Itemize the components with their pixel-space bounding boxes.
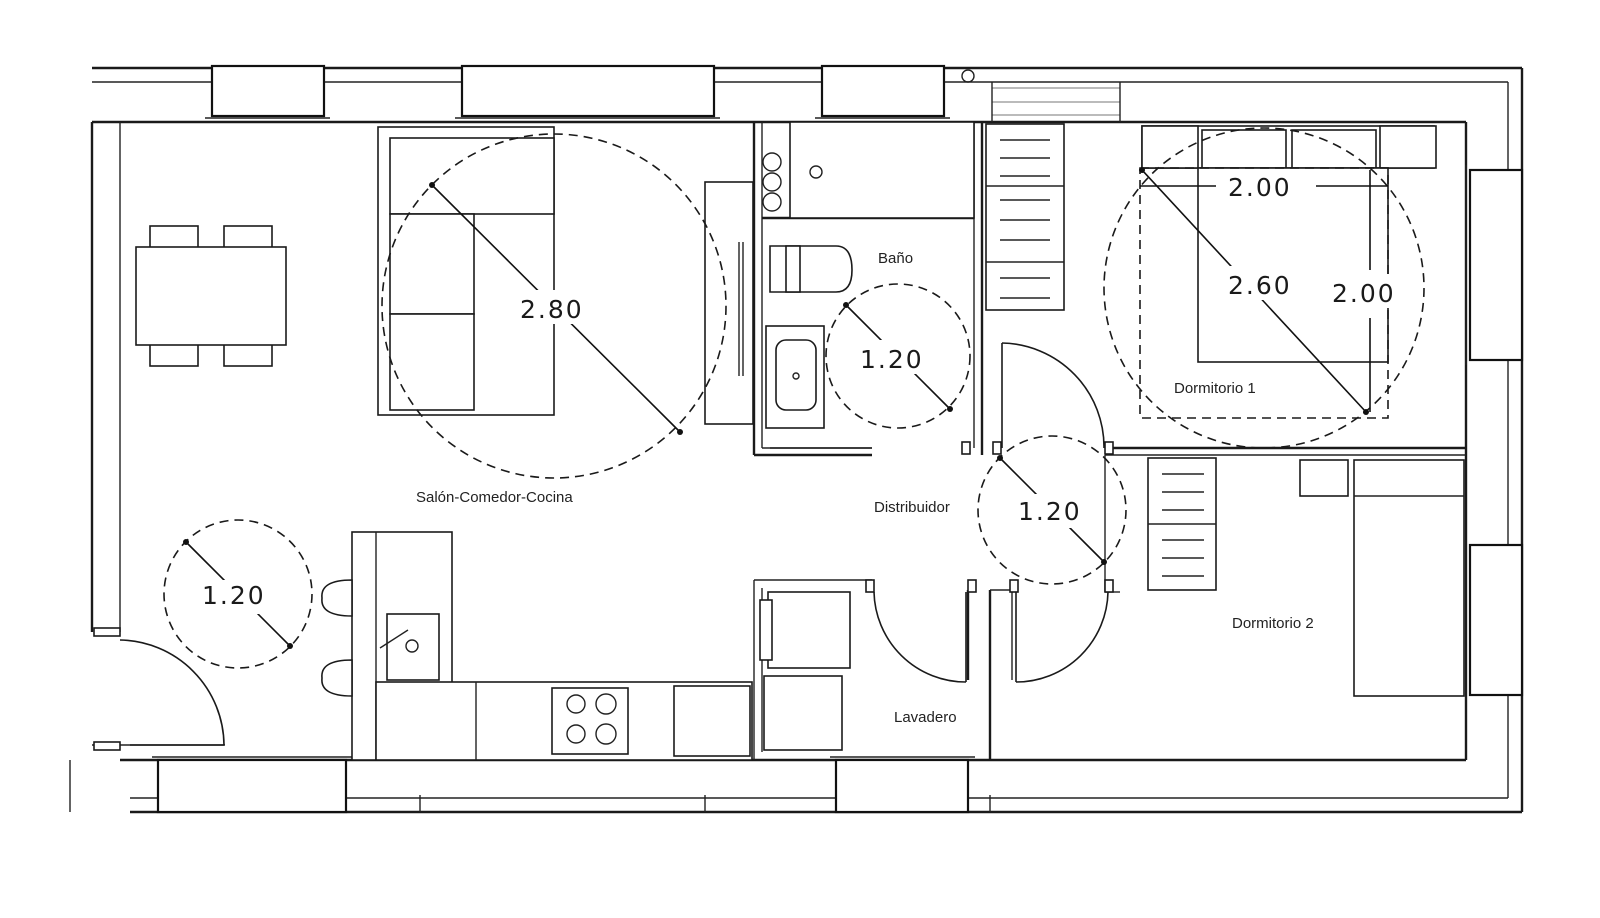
distribuidor-circle-dimension: 1.20 xyxy=(1018,497,1082,526)
tv-unit xyxy=(704,181,754,425)
dimension-labels: 2.80 1.20 1.20 1.20 2.60 2.00 2.00 xyxy=(196,172,1412,614)
bedroom-2-furniture xyxy=(1147,457,1465,697)
kitchen xyxy=(321,531,753,761)
entry-circle-dimension: 1.20 xyxy=(202,581,266,610)
dining-table xyxy=(135,225,287,367)
room-labels: Salón-Comedor-Cocina Baño Distribuidor D… xyxy=(416,250,1314,726)
wardrobe-corridor xyxy=(985,123,1065,311)
salon-circle-dimension: 2.80 xyxy=(520,295,584,324)
room-label-bano: Baño xyxy=(878,250,913,267)
room-label-dormitorio-1: Dormitorio 1 xyxy=(1174,380,1256,397)
dorm1-bed-length-dimension: 2.00 xyxy=(1332,279,1396,308)
room-label-distribuidor: Distribuidor xyxy=(874,499,950,516)
doors xyxy=(119,342,1109,746)
room-label-dormitorio-2: Dormitorio 2 xyxy=(1232,615,1314,632)
bano-circle-dimension: 1.20 xyxy=(860,345,924,374)
bed-dormitorio-1 xyxy=(1139,125,1437,419)
sofa xyxy=(377,126,555,416)
dorm1-bed-width-dimension: 2.00 xyxy=(1228,173,1292,202)
laundry xyxy=(759,591,851,751)
windows xyxy=(152,64,1524,814)
bathroom-fixtures xyxy=(762,121,975,449)
room-label-lavadero: Lavadero xyxy=(894,709,957,726)
dorm1-circle-dimension: 2.60 xyxy=(1228,271,1292,300)
room-label-salon: Salón-Comedor-Cocina xyxy=(416,489,573,506)
